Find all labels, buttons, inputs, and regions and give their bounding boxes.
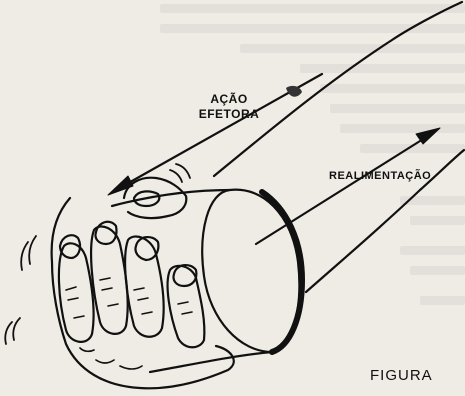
figure-caption: FIGURA [370, 367, 433, 384]
cylinder-body-bottom [150, 352, 272, 372]
fingernail-little [173, 265, 196, 286]
feedback-arrow-line [256, 136, 428, 244]
label-realimentacao: REALIMENTAÇÃO [329, 170, 431, 182]
label-acao-line1: AÇÃO [196, 92, 262, 107]
finger-index [59, 243, 94, 342]
label-acao-line2: EFETORA [196, 107, 262, 122]
label-acao-efetora: AÇÃO EFETORA [196, 92, 262, 122]
effector-arrow-head [108, 176, 133, 195]
forearm-upper-edge [214, 2, 462, 176]
